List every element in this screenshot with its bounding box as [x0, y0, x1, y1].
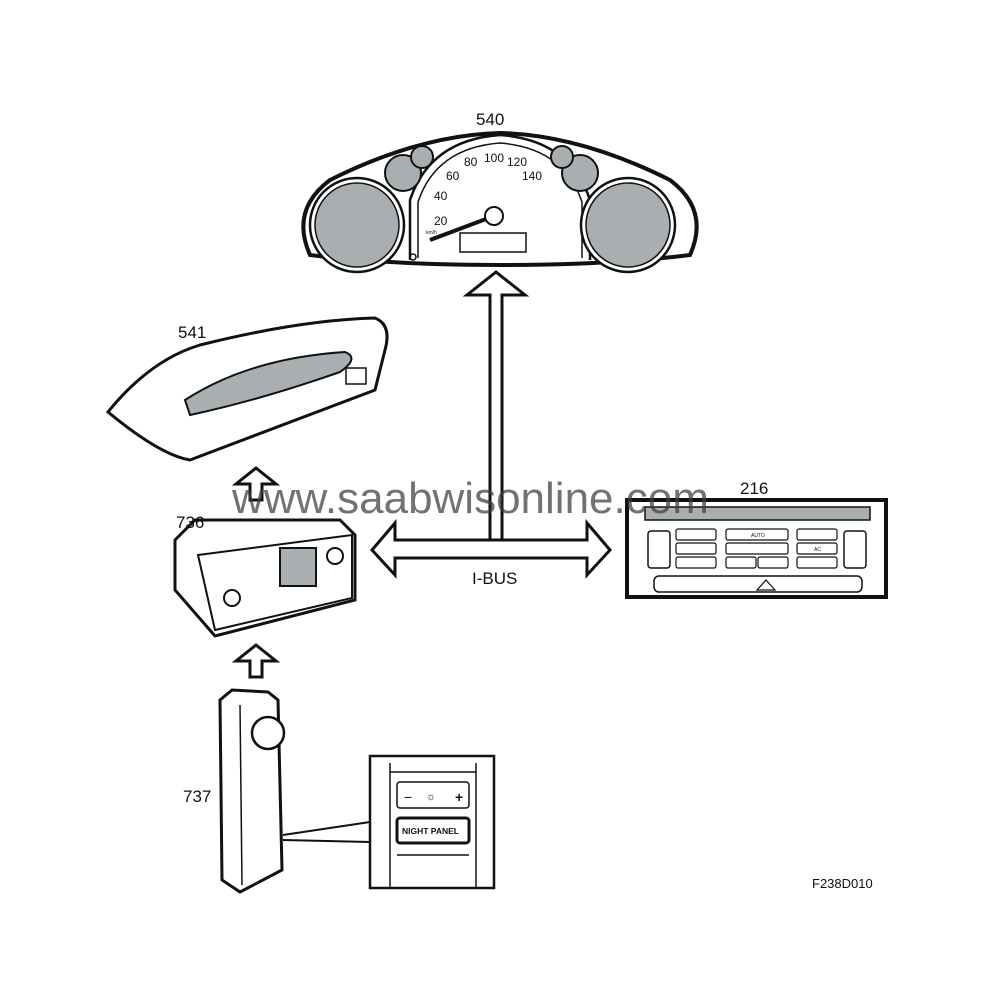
auto-button-label: AUTO: [751, 533, 765, 539]
label-216: 216: [740, 479, 768, 498]
bus-arrows: [231, 270, 613, 679]
tick-label: 100: [484, 151, 504, 165]
label-540: 540: [476, 110, 504, 129]
dimmer-minus: −: [404, 789, 412, 805]
dimmer-icon: ☼: [426, 791, 436, 803]
tick-label: 60: [446, 169, 460, 183]
speedometer-scale: 20 40 60 80 100 120 140 km/h: [426, 151, 542, 236]
night-panel-button-label: NIGHT PANEL: [402, 826, 459, 836]
label-541: 541: [178, 323, 206, 342]
tick-label: 20: [434, 214, 448, 228]
figure-code: F238D010: [812, 876, 873, 891]
dimmer-plus: +: [455, 789, 463, 805]
tick-label: 120: [507, 155, 527, 169]
light-switch-737: [218, 688, 371, 894]
climate-panel-216: [625, 498, 888, 599]
tick-label: 80: [464, 155, 478, 169]
night-panel-detail: [368, 754, 496, 890]
tick-label: 140: [522, 169, 542, 183]
information-display-541: [105, 316, 389, 462]
label-736: 736: [176, 513, 204, 532]
unit-label: km/h: [426, 230, 437, 236]
label-737: 737: [183, 787, 211, 806]
tick-label: 40: [434, 189, 448, 203]
ac-button-label: AC: [814, 547, 821, 553]
audio-unit-736: [173, 518, 357, 638]
instrument-cluster-540: [301, 130, 699, 274]
label-ibus: I-BUS: [472, 569, 517, 588]
